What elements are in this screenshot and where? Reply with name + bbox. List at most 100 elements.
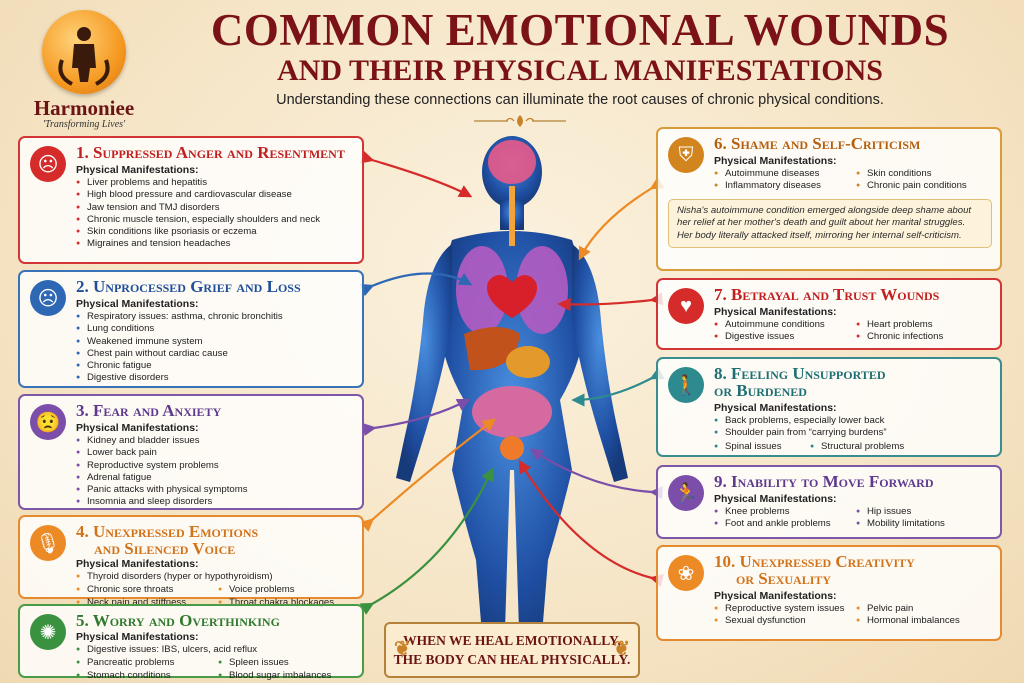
card-title: 1. Suppressed Anger and Resentment	[76, 143, 345, 162]
banner-line1: WHEN WE HEAL EMOTIONALLY,	[403, 633, 621, 648]
list-item: Chronic sore throats	[76, 584, 212, 597]
organs	[456, 140, 568, 460]
card-betrayal-trust: ♥ 7. Betrayal and Trust Wounds Physical …	[656, 278, 1002, 350]
list-item: Weakened immune system	[76, 336, 354, 349]
list-item: Lower back pain	[76, 447, 354, 460]
flourish-ornament	[474, 115, 566, 127]
manifestations-list: Kidney and bladder issues Lower back pai…	[76, 435, 354, 509]
list-item: Reproductive system problems	[76, 460, 354, 473]
card-title-line2: or Burdened	[714, 381, 807, 400]
card-inability-move-forward: 🏃 9. Inability to Move Forward Physical …	[656, 465, 1002, 539]
healing-banner: ❦ WHEN WE HEAL EMOTIONALLY, THE BODY CAN…	[384, 622, 640, 678]
list-item: Thyroid disorders (hyper or hypothyroidi…	[76, 571, 354, 584]
body-silhouette	[396, 136, 628, 662]
list-item: Hip issues	[856, 506, 992, 519]
list-item: Insomnia and sleep disorders	[76, 496, 354, 509]
card-title-line2: or Sexuality	[736, 569, 832, 588]
list-item: Pelvic pain	[856, 603, 992, 616]
card-unexpressed-emotions: 🎙 4. Unexpressed Emotions and Silenced V…	[18, 515, 364, 609]
card-subheading: Physical Manifestations:	[76, 558, 199, 570]
list-item: Heart problems	[856, 319, 992, 332]
list-item: Sexual dysfunction	[714, 615, 850, 628]
list-item: High blood pressure and cardiovascular d…	[76, 189, 354, 202]
list-item: Lung conditions	[76, 323, 354, 336]
list-item: Foot and ankle problems	[714, 518, 850, 531]
list-item: Panic attacks with physical symptoms	[76, 484, 354, 497]
card-suppressed-anger: ☹ 1. Suppressed Anger and Resentment Phy…	[18, 136, 364, 264]
brain-icon: ✺	[30, 614, 66, 650]
card-title: 2. Unprocessed Grief and Loss	[76, 277, 301, 296]
list-item: Migraines and tension headaches	[76, 238, 354, 251]
list-item: Pancreatic problems	[76, 657, 212, 670]
card-subheading: Physical Manifestations:	[714, 155, 837, 167]
banner-line2: THE BODY CAN HEAL PHYSICALLY.	[393, 652, 631, 667]
manifestations-list: Autoimmune diseases Skin conditions Infl…	[714, 168, 992, 193]
list-item: Inflammatory diseases	[714, 180, 850, 193]
list-item: Adrenal fatigue	[76, 472, 354, 485]
card-unexpressed-creativity: ❀ 10. Unexpressed Creativity or Sexualit…	[656, 545, 1002, 641]
card-subheading: Physical Manifestations:	[76, 422, 199, 434]
logo-tagline: 'Transforming Lives'	[42, 119, 126, 130]
meditating-person-icon	[58, 27, 110, 86]
manifestations-list: Pancreatic problems Spleen issues Stomac…	[76, 657, 354, 682]
list-item: Stomach conditions	[76, 670, 212, 683]
angry-face-icon: ☹	[30, 146, 66, 182]
card-fear-anxiety: 😟 3. Fear and Anxiety Physical Manifesta…	[18, 394, 364, 510]
list-item: Chronic fatigue	[76, 360, 354, 373]
card-shame-self-criticism: ⛨ 6. Shame and Self-Criticism Physical M…	[656, 127, 1002, 271]
microphone-icon: 🎙	[30, 525, 66, 561]
connection-arrows	[359, 150, 665, 615]
list-item: Spleen issues	[218, 657, 354, 670]
case-quote: Nisha's autoimmune condition emerged alo…	[668, 198, 992, 249]
list-item: Liver problems and hepatitis	[76, 177, 354, 190]
list-item: Respiratory issues: asthma, chronic bron…	[76, 311, 354, 324]
manifestations-list: Autoimmune conditions Heart problems Dig…	[714, 319, 992, 344]
page-title-line2: AND THEIR PHYSICAL MANIFESTATIONS	[277, 54, 883, 87]
person-burden-icon: 🚶	[668, 367, 704, 403]
list-item: Reproductive system issues	[714, 603, 850, 616]
shield-icon: ⛨	[668, 137, 704, 173]
manifestations-list: Thyroid disorders (hyper or hypothyroidi…	[76, 571, 354, 584]
list-item: Blood sugar imbalances	[218, 670, 354, 683]
list-item: Skin conditions	[856, 168, 992, 181]
list-item: Autoimmune diseases	[714, 168, 850, 181]
logo-badge-icon	[42, 10, 126, 94]
list-item: Neck pain and stiffness	[76, 597, 212, 610]
list-item: Chronic infections	[856, 331, 992, 344]
list-item: Knee problems	[714, 506, 850, 519]
manifestations-list: Respiratory issues: asthma, chronic bron…	[76, 311, 354, 385]
broken-heart-icon: ♥	[668, 288, 704, 324]
card-title: 4. Unexpressed Emotions	[76, 522, 259, 541]
manifestations-list: Reproductive system issues Pelvic pain S…	[714, 603, 992, 628]
card-subheading: Physical Manifestations:	[76, 298, 199, 310]
card-subheading: Physical Manifestations:	[714, 493, 837, 505]
page-subtitle: Understanding these connections can illu…	[276, 92, 884, 108]
card-title: 7. Betrayal and Trust Wounds	[714, 285, 940, 304]
manifestations-list: Liver problems and hepatitis High blood …	[76, 177, 354, 251]
brand-logo: Harmoniee 'Transforming Lives'	[14, 10, 154, 130]
list-item: Back problems, especially lower back	[714, 415, 992, 428]
card-title: 6. Shame and Self-Criticism	[714, 134, 921, 153]
walking-person-icon: 🏃	[668, 475, 704, 511]
list-item: Digestive issues: IBS, ulcers, acid refl…	[76, 644, 354, 657]
manifestations-list: Digestive issues: IBS, ulcers, acid refl…	[76, 644, 354, 657]
list-item: Hormonal imbalances	[856, 615, 992, 628]
sad-face-icon: ☹	[30, 280, 66, 316]
card-title: 5. Worry and Overthinking	[76, 611, 280, 630]
list-item: Shoulder pain from “carrying burdens”	[714, 427, 992, 440]
list-item: Spinal issues	[714, 441, 804, 454]
leaf-ornament-icon: ❦	[394, 638, 411, 660]
manifestations-list: Back problems, especially lower back Sho…	[714, 415, 992, 440]
fearful-face-icon: 😟	[30, 404, 66, 440]
leaf-ornament-icon: ❦	[613, 638, 630, 660]
card-feeling-unsupported: 🚶 8. Feeling Unsupported or Burdened Phy…	[656, 357, 1002, 457]
card-worry-overthinking: ✺ 5. Worry and Overthinking Physical Man…	[18, 604, 364, 682]
list-item: Jaw tension and TMJ disorders	[76, 202, 354, 215]
list-item: Skin conditions like psoriasis or eczema	[76, 226, 354, 239]
list-item: Digestive disorders	[76, 372, 354, 385]
card-subheading: Physical Manifestations:	[714, 306, 837, 318]
card-subheading: Physical Manifestations:	[76, 164, 199, 176]
card-subheading: Physical Manifestations:	[714, 590, 837, 602]
manifestations-list: Spinal issues Structural problems	[714, 441, 992, 454]
list-item: Chest pain without cardiac cause	[76, 348, 354, 361]
